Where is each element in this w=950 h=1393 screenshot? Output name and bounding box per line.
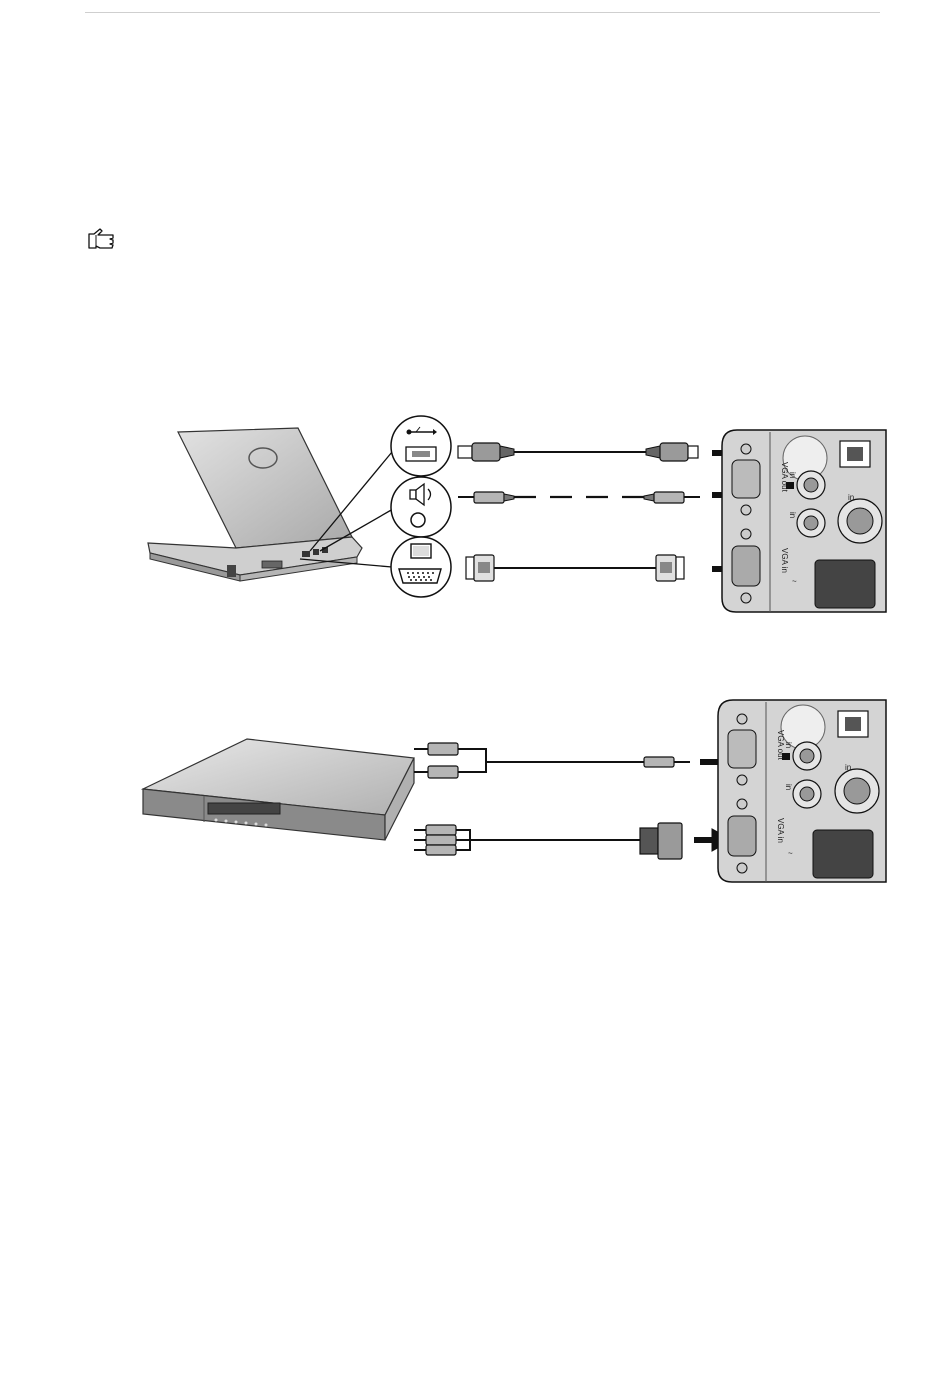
- ac-label: ~: [788, 849, 793, 858]
- vga-port-callout: [391, 537, 451, 597]
- audio-in-label: in: [788, 472, 797, 478]
- svideo-in-label: in: [845, 763, 851, 772]
- vga-in-label: VGA in: [776, 818, 785, 843]
- usb-cable: [458, 443, 698, 461]
- audio-in-label: in: [784, 742, 793, 748]
- audio-cable: [458, 492, 700, 503]
- svideo-in-label: in: [848, 493, 854, 502]
- ac-label: ~: [792, 577, 797, 586]
- dvd-player: [143, 739, 414, 840]
- usb-port-callout: [391, 416, 451, 476]
- component-to-vga-cable: [414, 823, 682, 859]
- video-in-label: in: [784, 784, 793, 790]
- vga-in-label: VGA in: [780, 548, 789, 573]
- video-in-label: in: [788, 512, 797, 518]
- projector-rear-panel-2: VGA out in in in VGA in ~: [718, 700, 886, 882]
- rca-audio-cable: [414, 743, 690, 778]
- projector-rear-panel-1: VGA out in in in VGA in ~: [722, 430, 886, 612]
- vga-cable: [466, 555, 684, 581]
- monitor-icon: [411, 544, 431, 558]
- audio-port-callout: [391, 477, 451, 537]
- laptop: [148, 428, 362, 581]
